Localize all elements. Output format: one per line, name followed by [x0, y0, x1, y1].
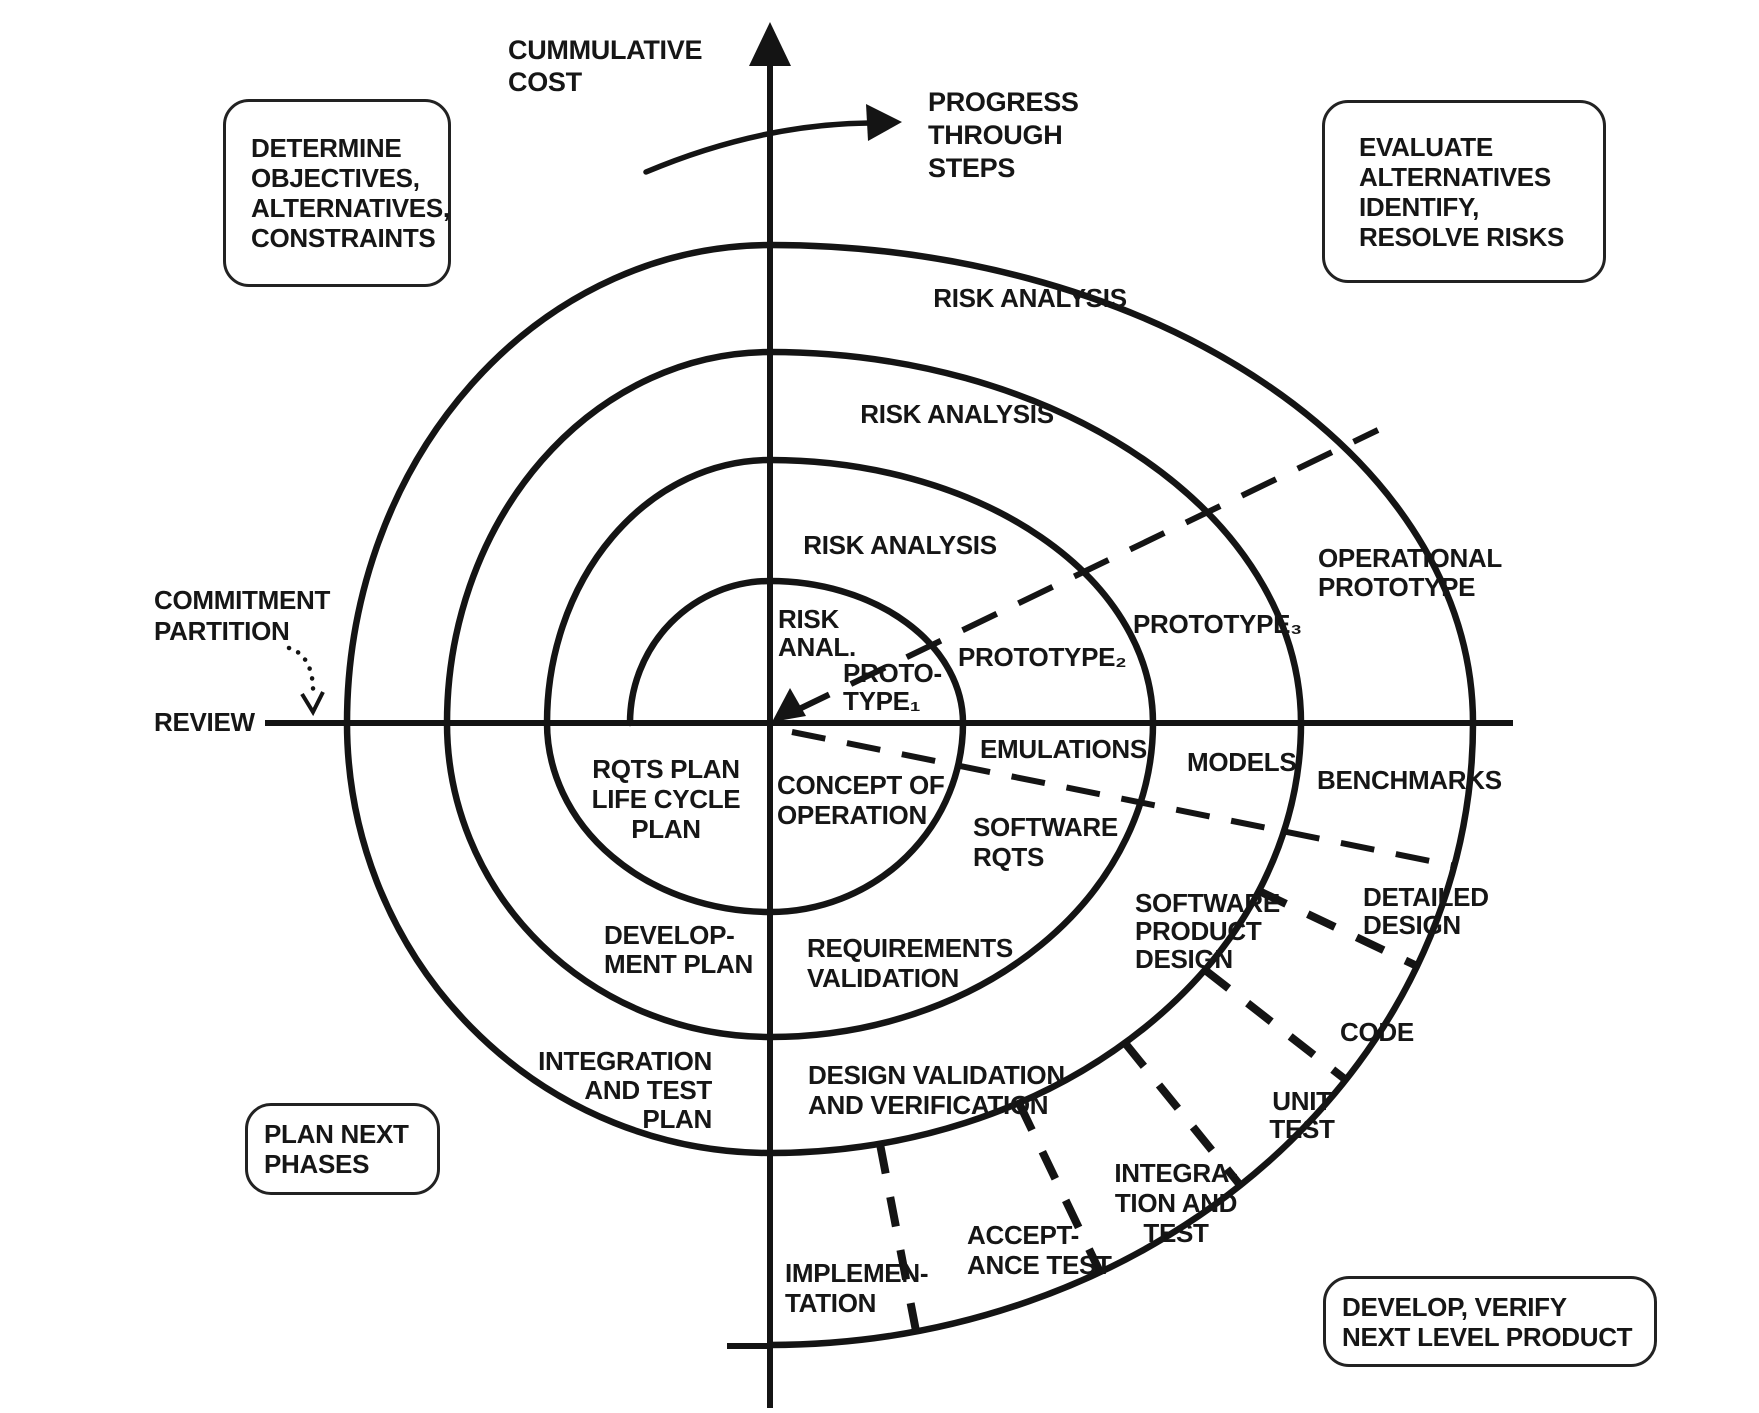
label-prototype-1: PROTO- TYPE₁ [843, 658, 942, 716]
box-plan-next-phases: PLAN NEXT PHASES [245, 1103, 440, 1195]
box-evaluate-alternatives: EVALUATE ALTERNATIVES IDENTIFY, RESOLVE … [1322, 100, 1606, 283]
spiral-curve [343, 241, 1477, 1349]
label-rqts-plan: RQTS PLAN LIFE CYCLE PLAN [591, 754, 741, 844]
cumulative-cost-label: CUMMULATIVE COST [508, 35, 703, 97]
box-evaluate-alternatives-label: EVALUATE ALTERNATIVES IDENTIFY, RESOLVE … [1359, 131, 1565, 252]
label-risk-analysis-2: RISK ANALYSIS [860, 399, 1054, 429]
divider-detailed-design-code [1257, 887, 1419, 970]
label-concept-of-operation: CONCEPT OF OPERATION [777, 770, 945, 830]
label-prototype-2: PROTOTYPE₂ [958, 642, 1127, 672]
commitment-arrow-curve [286, 645, 316, 699]
box-determine-objectives: DETERMINE OBJECTIVES, ALTERNATIVES, CONS… [223, 99, 451, 287]
vertical-axis-arrowhead-icon [749, 22, 791, 66]
label-integration-and-test: INTEGRA- TION AND TEST [1114, 1158, 1238, 1248]
label-design-validation: DESIGN VALIDATION AND VERIFICATION [808, 1060, 1065, 1120]
label-models: MODELS [1187, 747, 1297, 777]
progress-arrow-curve [643, 120, 873, 175]
label-prototype-3: PROTOTYPE₃ [1133, 609, 1302, 639]
box-determine-objectives-label: DETERMINE OBJECTIVES, ALTERNATIVES, CONS… [251, 133, 450, 253]
progress-through-steps-label: PROGRESS THROUGH STEPS [928, 87, 1079, 183]
label-detailed-design: DETAILED DESIGN [1363, 882, 1489, 940]
commitment-partition-label: COMMITMENT PARTITION [154, 585, 331, 646]
label-development-plan: DEVELOP- MENT PLAN [604, 920, 753, 979]
box-develop-verify: DEVELOP, VERIFY NEXT LEVEL PRODUCT [1323, 1276, 1657, 1367]
label-operational-prototype: OPERATIONAL PROTOTYPE [1318, 543, 1502, 602]
divider-code-unit-test [1202, 966, 1349, 1084]
label-emulations: EMULATIONS [980, 734, 1147, 764]
label-integration-test-plan: INTEGRATION AND TEST PLAN [538, 1046, 712, 1134]
label-benchmarks: BENCHMARKS [1317, 765, 1502, 795]
label-risk-analysis-outer: RISK ANALYSIS [933, 283, 1127, 313]
dashed-ray-east [791, 729, 1456, 869]
label-requirements-validation: REQUIREMENTS VALIDATION [807, 933, 1013, 993]
label-risk-anal: RISK ANAL. [778, 604, 856, 662]
commitment-arrowhead-icon [300, 691, 325, 717]
box-develop-verify-label: DEVELOP, VERIFY NEXT LEVEL PRODUCT [1342, 1291, 1633, 1352]
progress-arrowhead-icon [866, 104, 902, 141]
dashed-ray-ne [793, 427, 1380, 714]
label-unit-test: UNIT TEST [1269, 1086, 1335, 1144]
dashed-ray-arrowhead-icon [772, 688, 806, 722]
box-plan-next-phases-label: PLAN NEXT PHASES [264, 1119, 409, 1179]
review-label: REVIEW [154, 707, 255, 737]
label-software-rqts: SOFTWARE RQTS [973, 812, 1118, 872]
label-software-product-design: SOFTWARE PRODUCT DESIGN [1135, 888, 1280, 974]
label-acceptance-test: ACCEPT- ANCE TEST [967, 1220, 1112, 1280]
label-code: CODE [1340, 1017, 1414, 1047]
label-risk-analysis-3: RISK ANALYSIS [803, 530, 997, 560]
label-implementation: IMPLEMEN- TATION [785, 1258, 929, 1318]
